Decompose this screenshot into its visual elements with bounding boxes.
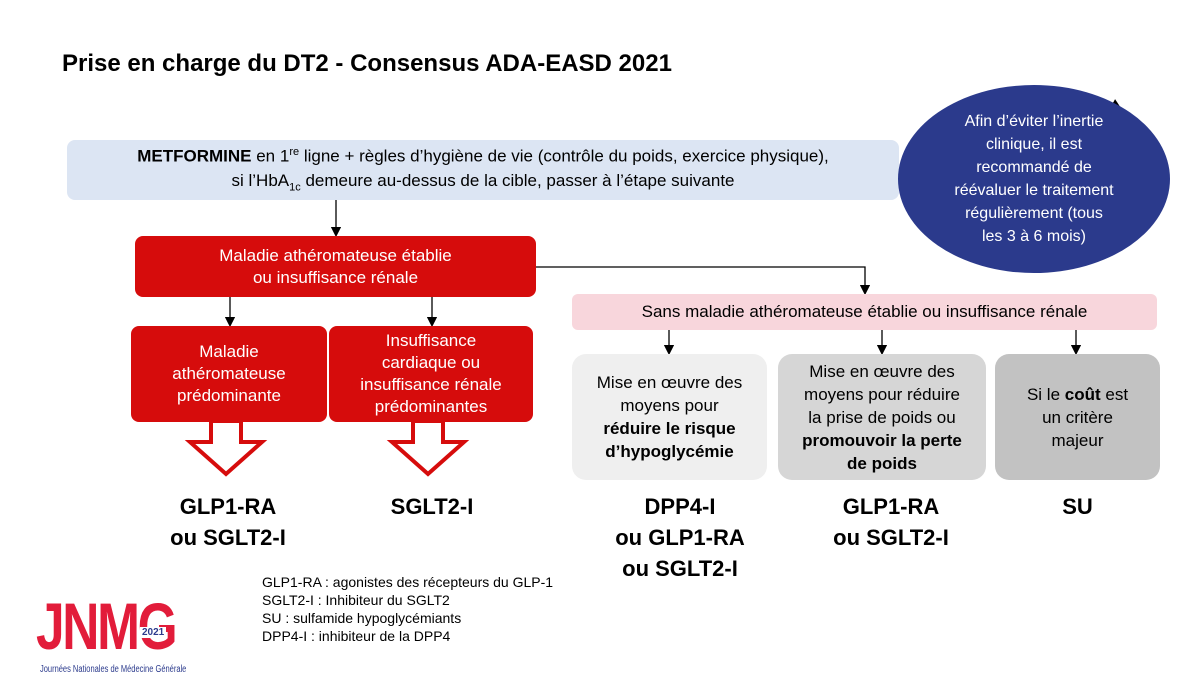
result-hypoglycemia: DPP4-I ou GLP1-RA ou SGLT2-I	[615, 494, 745, 581]
metformin-line2: si l’HbA1c demeure au-dessus de la cible…	[231, 171, 735, 194]
established-disease-box: Maladie athéromateuse établie ou insuffi…	[135, 236, 536, 297]
result-renal: SGLT2-I	[390, 494, 474, 519]
without-disease-box: Sans maladie athéromateuse établie ou in…	[572, 294, 1157, 330]
logo-subtitle: Journées Nationales de Médecine Générale	[40, 664, 187, 675]
hypoglycemia-box: Mise en œuvre des moyens pour réduire le…	[572, 354, 767, 480]
big-down-arrow-left	[184, 419, 268, 477]
predominant-renal-box: Insuffisance cardiaque ou insuffisance r…	[329, 326, 533, 422]
big-down-arrow-right	[386, 419, 470, 477]
result-cost: SU	[1062, 494, 1093, 519]
result-weight: GLP1-RA ou SGLT2-I	[833, 494, 949, 550]
reassessment-oval: Afin d’éviter l’inertie clinique, il est…	[898, 85, 1170, 273]
metformin-line1: METFORMINE en 1re ligne + règles d’hygiè…	[137, 146, 829, 167]
page-title: Prise en charge du DT2 - Consensus ADA-E…	[62, 50, 672, 77]
arrow-to-without	[536, 266, 871, 296]
predominant-athero-box: Maladie athéromateuse prédominante	[131, 326, 327, 422]
metformin-box: METFORMINE en 1re ligne + règles d’hygiè…	[67, 140, 899, 200]
metformin-label: METFORMINE	[137, 147, 252, 167]
logo-year: 2021	[140, 627, 167, 638]
jnmg-logo: JNMG	[36, 589, 178, 663]
weight-box: Mise en œuvre des moyens pour réduire la…	[778, 354, 986, 480]
cost-box: Si le coût est un critère majeur	[995, 354, 1160, 480]
result-athero: GLP1-RA ou SGLT2-I	[170, 494, 286, 550]
abbreviation-legend: GLP1-RA : agonistes des récepteurs du GL…	[262, 574, 554, 644]
